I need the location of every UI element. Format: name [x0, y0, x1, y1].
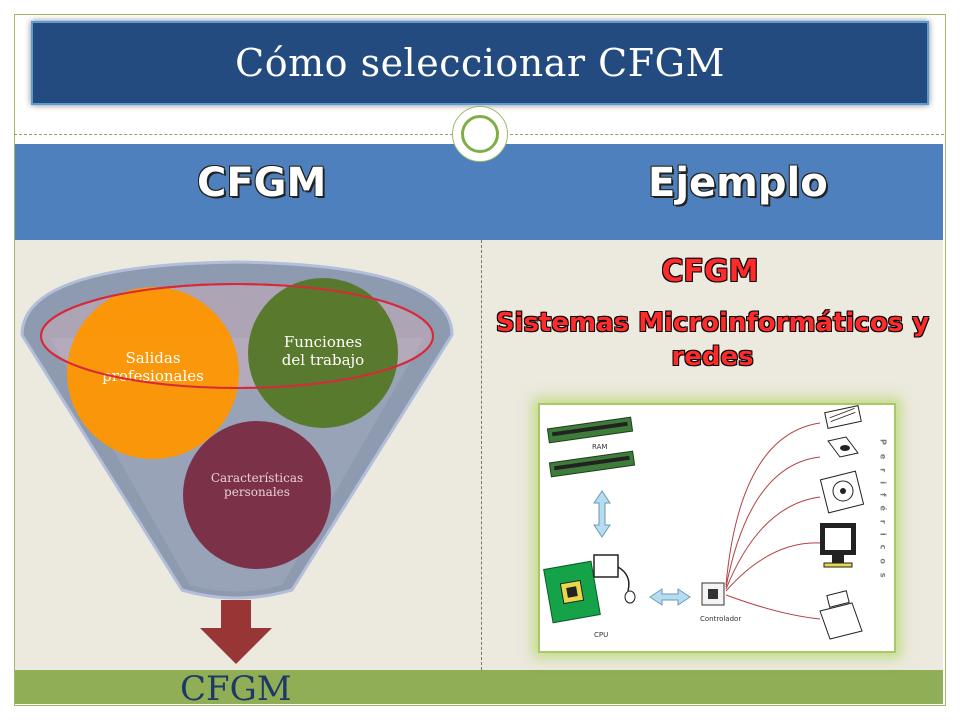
vertical-arrow-icon	[593, 490, 611, 538]
circle-caracteristicas: Características personales	[183, 421, 331, 569]
table-footer-row	[15, 670, 943, 704]
peripherals-label: Periféricos	[879, 439, 889, 587]
salidas-label: Salidas profesionales	[102, 349, 204, 385]
circle-ornament	[452, 106, 508, 162]
column-divider	[481, 240, 482, 670]
circle-salidas: Salidas profesionales	[67, 287, 239, 459]
monitor-icon	[820, 523, 856, 568]
example-title: Sistemas Microinformáticos y redes	[495, 308, 930, 372]
keyboard-icon	[824, 405, 862, 429]
connection-curves	[725, 422, 821, 620]
mouse-icon	[827, 436, 859, 458]
ram-icon	[546, 416, 636, 478]
printer-icon	[819, 590, 863, 640]
circle-funciones: Funciones del trabajo	[248, 278, 398, 428]
cpu-label: CPU	[594, 631, 608, 639]
example-label: CFGM	[661, 254, 759, 289]
ornament-ring	[461, 115, 499, 153]
controller-chip-icon	[701, 582, 725, 606]
funciones-label: Funciones del trabajo	[281, 333, 365, 369]
ram-label: RAM	[592, 443, 607, 451]
column-header-cfgm: CFGM	[197, 160, 327, 206]
controller-label: Controlador	[700, 615, 741, 623]
title-bar: Cómo seleccionar CFGM	[31, 21, 929, 105]
hard-disk-icon	[819, 470, 865, 514]
funnel-result-label: CFGM	[180, 669, 292, 709]
cpu-icon	[543, 554, 636, 624]
computer-diagram: RAM CPU Controlador	[538, 403, 896, 653]
slide-title: Cómo seleccionar CFGM	[235, 41, 725, 85]
caracteristicas-label: Características personales	[210, 471, 304, 499]
diagram-svg: RAM CPU Controlador	[543, 405, 889, 640]
horizontal-arrow-icon	[649, 588, 691, 606]
column-header-ejemplo: Ejemplo	[648, 160, 828, 206]
